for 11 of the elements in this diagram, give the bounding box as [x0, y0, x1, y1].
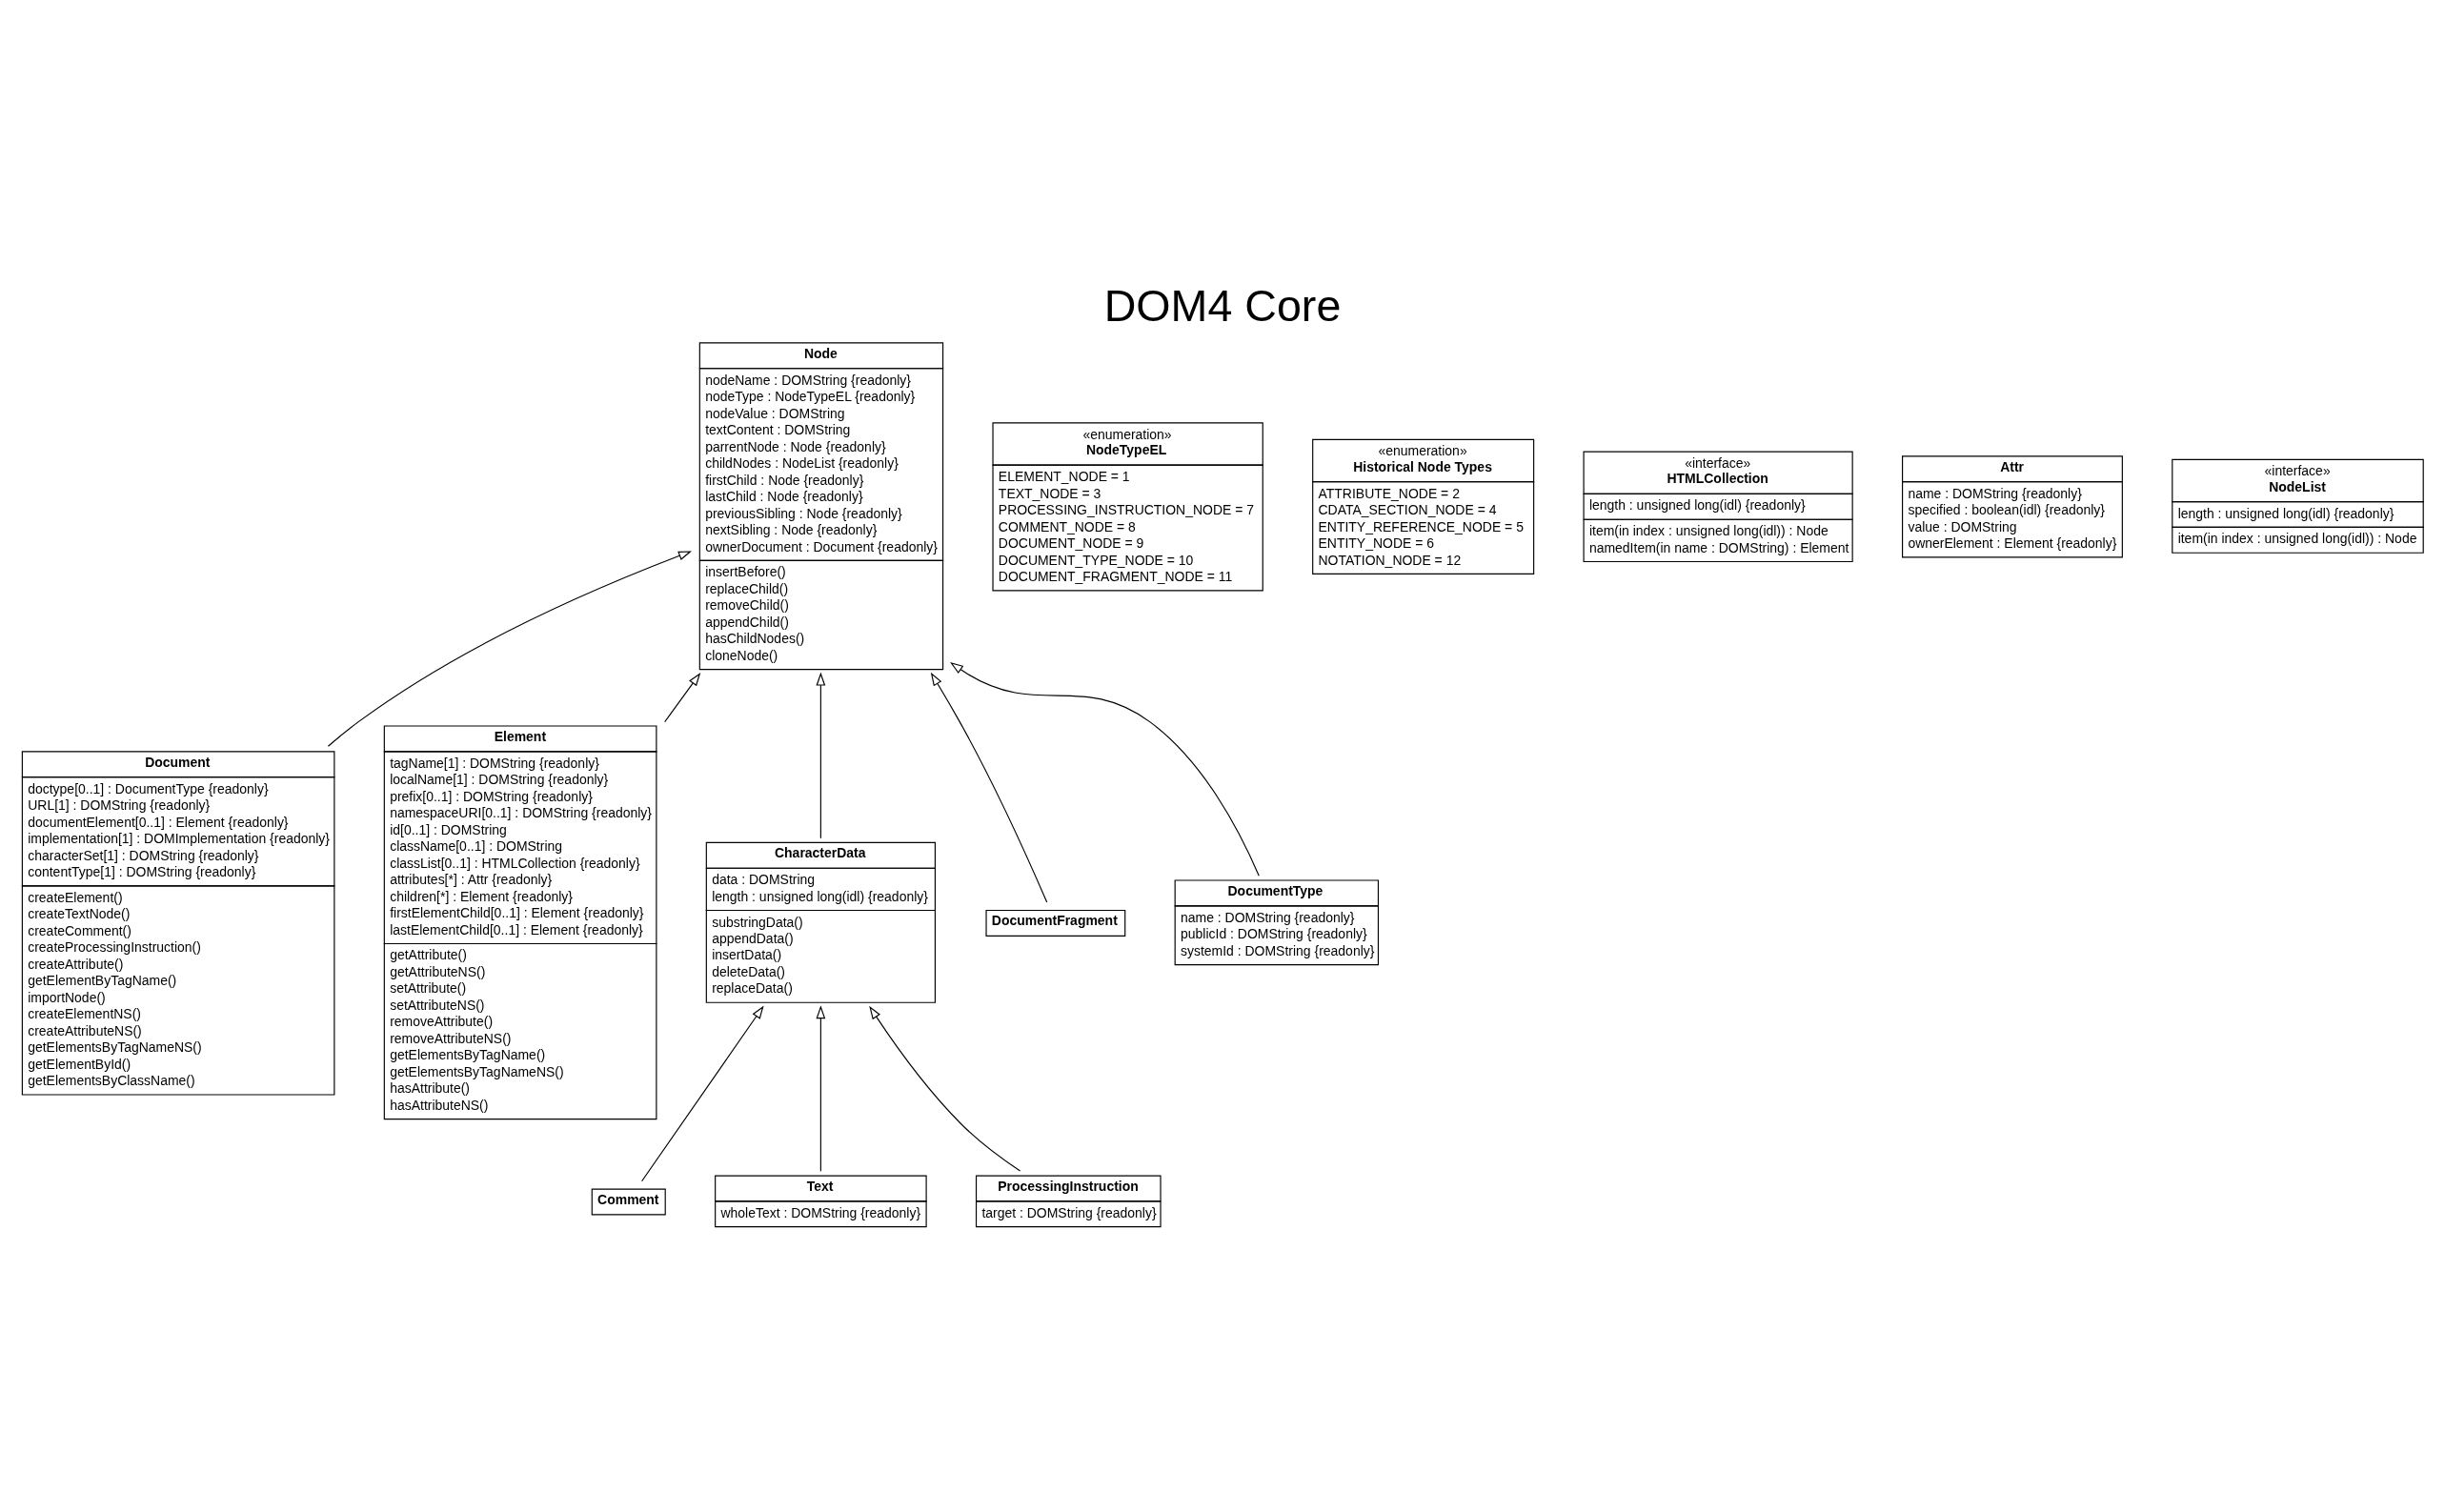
- arrow: [664, 673, 701, 723]
- arrow: [327, 551, 692, 747]
- node-box: DocumentFragment: [985, 909, 1126, 937]
- arrow: [869, 1005, 1021, 1172]
- arrow: [816, 672, 826, 839]
- arrow: [816, 1005, 826, 1172]
- node-box: Comment: [591, 1188, 666, 1216]
- arrow: [950, 661, 1260, 877]
- diagram-title: DOM4 Core: [1103, 280, 1342, 331]
- arrow: [930, 672, 1048, 903]
- arrow: [641, 1005, 764, 1182]
